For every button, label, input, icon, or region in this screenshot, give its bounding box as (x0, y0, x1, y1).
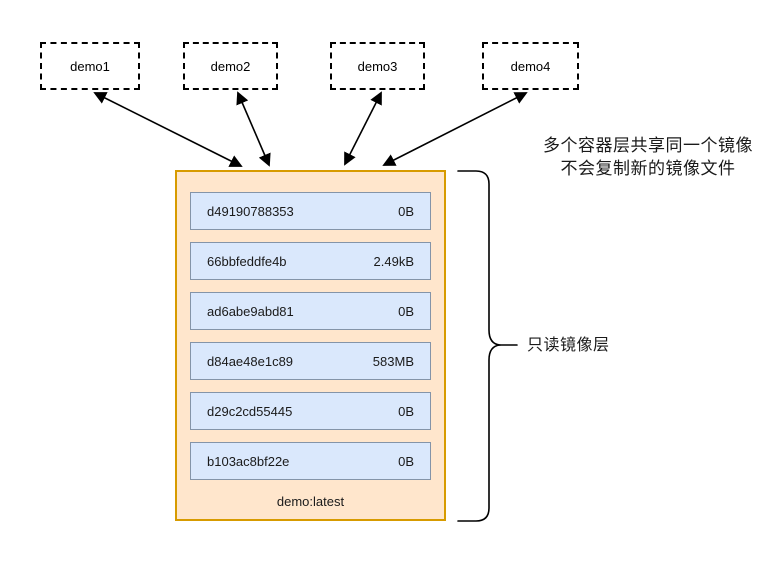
image-tag-label: demo:latest (276, 494, 345, 509)
layer-size: 0B (398, 453, 414, 469)
double-arrow-demo4 (382, 92, 528, 166)
layer-id: d29c2cd55445 (207, 403, 293, 419)
image-layer-row: ad6abe9abd81 0B (190, 292, 431, 330)
share-note: 多个容器层共享同一个镜像 不会复制新的镜像文件 (532, 134, 764, 180)
layer-id: d84ae48e1c89 (207, 353, 294, 369)
layer-id: ad6abe9abd81 (207, 303, 294, 319)
container-label: demo2 (210, 58, 251, 74)
double-arrow-demo1 (93, 92, 243, 167)
layer-size: 0B (398, 403, 414, 419)
share-note-line2: 不会复制新的镜像文件 (560, 159, 736, 178)
layer-size: 583MB (372, 353, 414, 369)
image-box: d49190788353 0B 66bbfeddfe4b 2.49kB ad6a… (175, 170, 446, 521)
container-label: demo3 (357, 58, 398, 74)
layer-id: 66bbfeddfe4b (207, 253, 287, 269)
share-note-line1: 多个容器层共享同一个镜像 (543, 136, 753, 155)
curly-brace (457, 170, 501, 522)
double-arrow-demo3 (344, 91, 382, 166)
image-layer-row: d29c2cd55445 0B (190, 392, 431, 430)
image-layer-row: b103ac8bf22e 0B (190, 442, 431, 480)
container-label: demo4 (510, 58, 551, 74)
read-only-layers-label: 只读镜像层 (527, 337, 610, 354)
layer-size: 2.49kB (373, 253, 414, 269)
image-layer-row: 66bbfeddfe4b 2.49kB (190, 242, 431, 280)
image-layer-row: d49190788353 0B (190, 192, 431, 230)
container-box-demo3: demo3 (330, 42, 425, 90)
layer-size: 0B (398, 203, 414, 219)
container-box-demo1: demo1 (40, 42, 140, 90)
container-box-demo2: demo2 (183, 42, 278, 90)
layer-id: d49190788353 (207, 203, 294, 219)
layer-id: b103ac8bf22e (207, 453, 290, 469)
container-box-demo4: demo4 (482, 42, 579, 90)
image-layer-row: d84ae48e1c89 583MB (190, 342, 431, 380)
layer-size: 0B (398, 303, 414, 319)
container-label: demo1 (70, 58, 110, 74)
double-arrow-demo2 (236, 91, 271, 167)
